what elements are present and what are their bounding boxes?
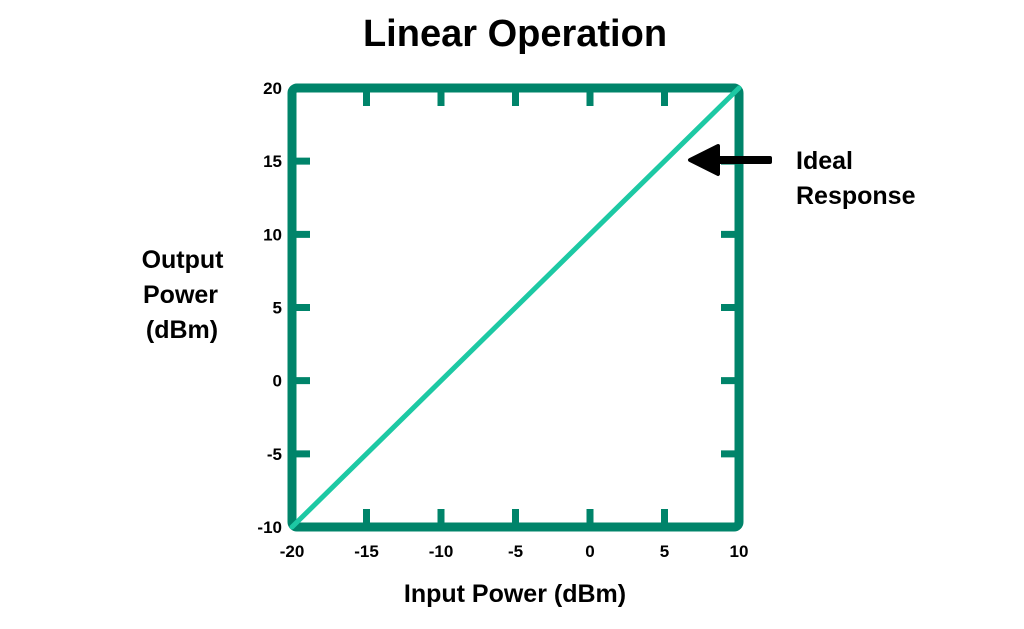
ideal-response-line: [289, 85, 742, 530]
y-axis-label-line-3: (dBm): [146, 316, 218, 344]
axis-ticks: [292, 88, 739, 527]
tick-labels: -20 -15 -10 -5 0 5 10 -10 -5 0 5 10 15 20: [257, 79, 748, 561]
y-tick-label: 20: [263, 79, 282, 98]
y-axis-label: Output Power (dBm): [142, 246, 231, 344]
y-tick-label: 5: [273, 299, 282, 318]
y-tick-label: 15: [263, 152, 282, 171]
x-tick-label: -10: [429, 542, 454, 561]
annotation-text: Ideal Response: [796, 147, 916, 210]
y-axis-label-line-2: Power: [143, 281, 218, 309]
annotation-line-2: Response: [796, 182, 916, 210]
series-group: [289, 85, 742, 530]
y-tick-label: -5: [267, 445, 282, 464]
annotation: Ideal Response: [688, 144, 916, 210]
y-tick-label: -10: [257, 518, 282, 537]
x-tick-label: 5: [660, 542, 669, 561]
x-axis-label: Input Power (dBm): [404, 580, 626, 608]
chart-title: Linear Operation: [363, 13, 667, 55]
y-tick-label: 0: [273, 372, 282, 391]
x-tick-label: -5: [508, 542, 523, 561]
x-tick-label: -15: [354, 542, 379, 561]
y-axis-label-line-1: Output: [142, 246, 225, 274]
x-tick-label: 10: [730, 542, 749, 561]
x-tick-label: 0: [585, 542, 594, 561]
y-tick-label: 10: [263, 225, 282, 244]
x-tick-label: -20: [280, 542, 305, 561]
annotation-line-1: Ideal: [796, 147, 853, 175]
annotation-arrow-icon: [688, 144, 772, 176]
